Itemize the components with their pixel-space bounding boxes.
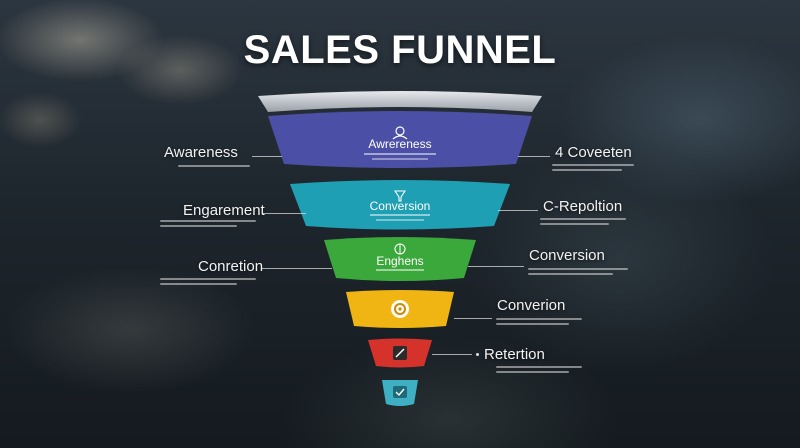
connector-line — [454, 318, 492, 319]
left-sub-3 — [160, 276, 256, 286]
left-label-conretion: Conretion — [198, 258, 264, 275]
right-label-3: Conversion — [529, 247, 605, 264]
funnel-icon — [393, 190, 407, 202]
left-sub-2 — [160, 218, 256, 228]
right-label-1: 4 Coveeten — [555, 144, 632, 161]
right-label-5: Retertion — [484, 346, 545, 363]
right-label-2: C-Repoltion — [543, 198, 623, 215]
funnel-rim — [258, 91, 542, 112]
connector-line — [518, 156, 550, 157]
connector-line — [252, 156, 282, 157]
stage-label-3: Enghens — [376, 254, 423, 268]
right-sub-2 — [540, 216, 626, 226]
connector-line — [262, 268, 332, 269]
funnel-stage-conversion — [290, 180, 510, 230]
left-label-awareness: Awareness — [164, 144, 238, 161]
left-label-engagement: Engarement — [183, 202, 265, 219]
right-label-4: Converion — [497, 297, 566, 314]
page-title: SALES FUNNEL — [243, 28, 557, 72]
connector-line — [432, 354, 472, 355]
right-sub-5 — [496, 364, 582, 374]
connector-line — [262, 213, 306, 214]
funnel-stage-engagement — [324, 237, 476, 281]
right-sub-3 — [528, 266, 628, 276]
stage-label-2: Conversion — [370, 199, 431, 213]
right-sub-4 — [496, 316, 582, 326]
funnel-stage-awareness — [268, 111, 532, 168]
leaf-icon — [394, 243, 406, 255]
stage-label-1: Awrereness — [368, 137, 431, 151]
connector-line — [468, 266, 524, 267]
tool-icon — [393, 346, 407, 360]
user-icon — [392, 126, 408, 140]
gear-icon — [391, 300, 409, 318]
right-sub-1 — [552, 162, 634, 172]
left-sub-1 — [178, 163, 250, 173]
connector-line — [498, 210, 538, 211]
check-icon — [393, 386, 407, 398]
bullet-dot — [476, 353, 479, 356]
